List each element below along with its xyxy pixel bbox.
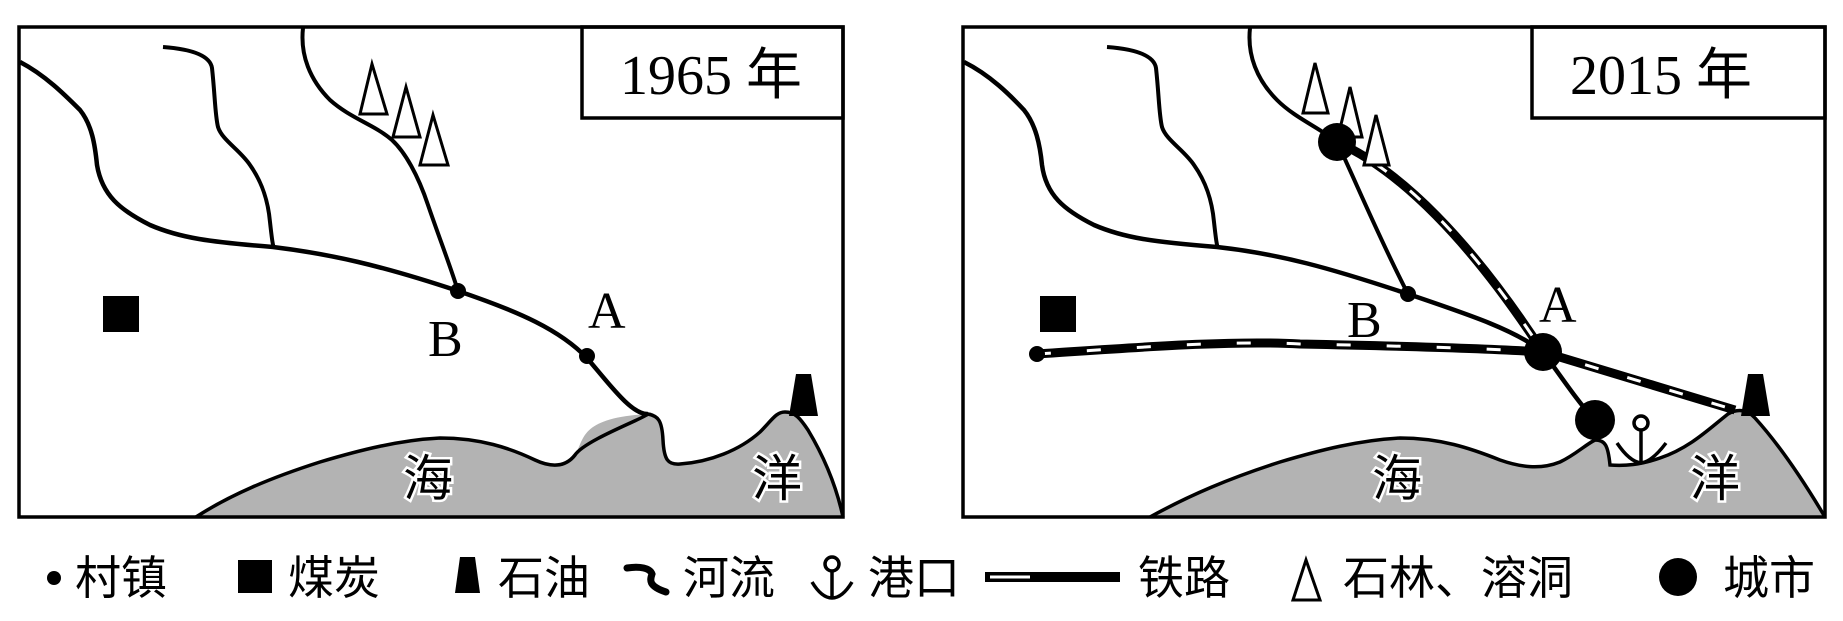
karst-triangle-icon [391,81,422,139]
karst-triangle-icon [358,58,390,116]
coal-square-icon [238,560,272,593]
legend-label-railway: 铁路 [1138,551,1230,605]
map-1965: A B 海 洋 1965 年 [17,25,845,519]
river-main [962,59,1597,422]
maps-canvas: A B 海 洋 1965 年 [17,25,1827,519]
city-north-dot [1318,123,1356,161]
port-anchor-icon [810,555,854,600]
village-b-dot [450,283,466,299]
karst-triangle-icon [1362,114,1391,167]
legend: 村镇 煤炭 石油 河流 港口 铁路 石林、溶洞 城市 [0,540,1843,620]
point-b-label: B [428,311,463,368]
point-a-label: A [588,283,626,340]
legend-label-city: 城市 [1723,551,1815,605]
legend-label-port: 港口 [868,551,960,605]
village-b-dot [1400,286,1416,302]
legend-label-river: 河流 [683,551,775,605]
sea-label-hai: 海 [403,450,453,508]
river-tributary-east [300,27,460,292]
sea-label-yang: 洋 [1690,450,1740,508]
point-b-label: B [1347,292,1382,349]
sea-label-hai: 海 [1372,450,1422,508]
karst-triangle-icon [1290,555,1323,602]
legend-icons [47,555,1697,602]
sea-area [1150,410,1825,517]
legend-label-oil: 石油 [498,551,590,605]
port-anchor-icon [1615,414,1668,465]
river-main [18,60,649,417]
river-tributary-east [1247,27,1410,295]
railway-line-southeast [1541,347,1737,415]
karst-triangle-icon [418,109,451,167]
karst-triangle-icon [1301,62,1330,115]
railway-line-north [1335,137,1547,355]
coal-square-icon [1040,296,1076,332]
oil-trapezoid-icon [1741,374,1770,416]
coal-square-icon [103,296,139,332]
legend-label-karst: 石林、溶洞 [1343,551,1573,605]
river-tributary-west [1106,45,1220,249]
legend-label-coal: 煤炭 [288,551,380,605]
coastline [1149,408,1827,519]
railway-line-west [1036,338,1544,359]
map-2015: A B 海 洋 2015 年 [961,25,1827,519]
sea-label-yang: 洋 [752,450,802,508]
legend-label-village: 村镇 [75,551,167,605]
oil-trapezoid-icon [789,374,818,416]
railway-end-dot [1029,346,1045,362]
city-a-dot [1524,333,1562,371]
village-a-dot [579,348,595,364]
map-frame [961,25,1827,519]
river-tributary-west [162,45,276,249]
oil-trapezoid-icon [455,557,480,593]
sea-area [196,412,843,517]
year-label: 1965 年 [620,45,802,107]
point-a-label: A [1539,277,1577,334]
coastline [195,410,845,519]
year-label: 2015 年 [1570,45,1752,107]
city-coast-dot [1575,400,1615,440]
village-dot-icon [47,571,61,585]
river-line-icon [623,563,670,596]
city-dot-icon [1659,558,1697,596]
map-frame [17,25,845,519]
